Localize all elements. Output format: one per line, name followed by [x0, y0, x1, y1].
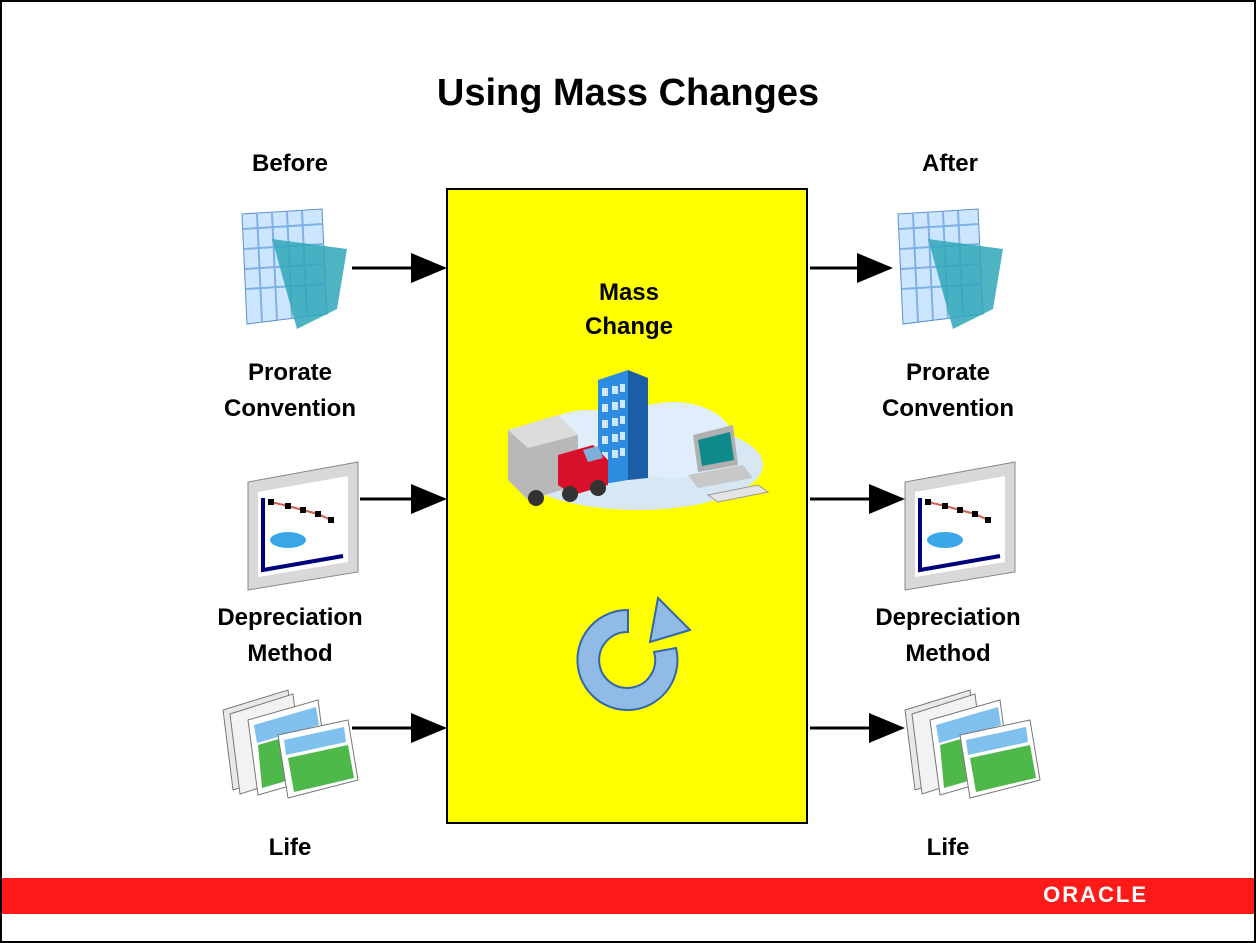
after-label-2: Depreciation Method — [818, 600, 1078, 672]
slide-title: Using Mass Changes — [436, 72, 820, 114]
oracle-logo: ORACLE — [1043, 882, 1148, 907]
computer-icon — [688, 425, 770, 503]
documents-icon — [904, 689, 1041, 799]
before-label-2: Depreciation Method — [160, 600, 420, 672]
before-label-1: Prorate Convention — [160, 355, 420, 427]
after-label-2-line2: Method — [905, 640, 991, 667]
mass-change-line2: Change — [584, 313, 673, 340]
cloud-scene-icon — [508, 370, 770, 510]
refresh-icon — [576, 595, 692, 711]
mass-change-label: Mass Change — [448, 276, 810, 344]
before-header: Before — [251, 150, 329, 177]
before-label-3: Life — [160, 830, 420, 866]
before-label-3-line1: Life — [268, 834, 312, 861]
mass-change-box: Mass Change — [446, 188, 808, 824]
before-label-1-line1: Prorate — [247, 359, 333, 386]
spreadsheet-icon — [241, 208, 347, 329]
after-label-1-line1: Prorate — [905, 359, 991, 386]
after-label-2-line1: Depreciation — [875, 604, 1021, 631]
after-label-3: Life — [818, 830, 1078, 866]
after-label-3-line1: Life — [926, 834, 970, 861]
before-label-1-line2: Convention — [224, 395, 356, 422]
before-label-2-line1: Depreciation — [217, 604, 363, 631]
after-label-1-line2: Convention — [882, 395, 1014, 422]
building-icon — [598, 370, 648, 485]
documents-icon — [222, 689, 359, 799]
mass-change-line1: Mass — [598, 279, 660, 306]
after-header: After — [921, 150, 978, 177]
after-label-1: Prorate Convention — [818, 355, 1078, 427]
spreadsheet-icon — [897, 208, 1003, 329]
footer-banner: ORACLE — [2, 878, 1254, 914]
truck-icon — [508, 415, 608, 506]
chart-icon — [247, 461, 359, 591]
before-label-2-line2: Method — [247, 640, 333, 667]
chart-icon — [904, 461, 1016, 591]
